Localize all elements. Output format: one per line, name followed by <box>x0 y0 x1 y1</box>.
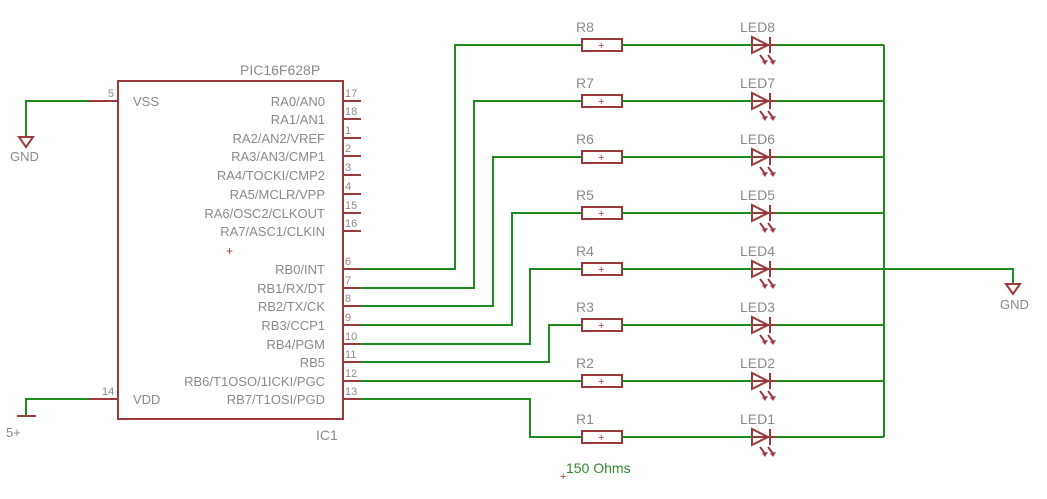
pin-num-vss: 5 <box>108 88 114 100</box>
pin-number: 3 <box>345 162 351 174</box>
trace <box>361 100 582 289</box>
led-label: LED5 <box>740 187 775 203</box>
pin-label: RB4/PGM <box>266 337 325 352</box>
resistor-label: R8 <box>576 19 594 35</box>
resistor-label: R3 <box>576 299 594 315</box>
resistor-label: R6 <box>576 131 594 147</box>
resistor-label: R5 <box>576 187 594 203</box>
ic-name-label: PIC16F628P <box>240 62 320 78</box>
resistor-label: R2 <box>576 355 594 371</box>
led-label: LED2 <box>740 355 775 371</box>
led-label: LED6 <box>740 131 775 147</box>
trace <box>361 324 582 363</box>
pin-label: RB2/TX/CK <box>258 299 326 314</box>
led-row: + R8 LED8 <box>361 19 884 270</box>
led-label: LED7 <box>740 75 775 91</box>
pin-number: 2 <box>345 143 351 155</box>
led-label: LED3 <box>740 299 775 315</box>
gnd-left-label: GND <box>10 149 39 164</box>
pin-number: 8 <box>345 293 351 305</box>
ic-origin-mark: + <box>226 244 233 258</box>
led-row: + R1 LED1 <box>361 398 884 457</box>
pin-number: 1 <box>345 125 351 137</box>
pin-number: 18 <box>345 106 357 118</box>
trace <box>361 156 582 307</box>
trace <box>361 44 582 270</box>
pin-number: 6 <box>345 256 351 268</box>
led-row: + R7 LED7 <box>361 75 884 289</box>
resistor-polarity-mark: + <box>598 96 604 108</box>
pin-label: RB0/INT <box>275 262 325 277</box>
pin-num-vdd: 14 <box>102 386 114 398</box>
trace <box>361 212 582 326</box>
pin-label: RB3/CCP1 <box>261 318 325 333</box>
pin-label: RA1/AN1 <box>271 112 325 127</box>
pin-label: RB1/RX/DT <box>257 281 325 296</box>
pin-number: 13 <box>345 386 357 398</box>
resistor-polarity-mark: + <box>598 432 604 444</box>
pin-label-vdd: VDD <box>133 392 160 407</box>
pin-label: RA4/TOCKI/CMP2 <box>217 168 325 183</box>
pin-number: 11 <box>345 349 356 361</box>
pin-label: RA7/ASC1/CLKIN <box>220 224 325 239</box>
led-label: LED4 <box>740 243 775 259</box>
pin-number: 17 <box>345 88 357 100</box>
pin-label: RA5/MCLR/VPP <box>230 187 325 202</box>
trace <box>361 398 582 438</box>
pin-number: 12 <box>345 368 357 380</box>
trace <box>361 268 582 345</box>
resistor-polarity-mark: + <box>598 264 604 276</box>
pin-number: 9 <box>345 312 351 324</box>
gnd-left-symbol: GND <box>10 100 89 164</box>
resistor-polarity-mark: + <box>598 152 604 164</box>
gnd-right-symbol: GND <box>883 45 1029 437</box>
ic-left-pins: 5 VSS 14 VDD <box>89 88 160 407</box>
resistor-polarity-mark: + <box>598 40 604 52</box>
led-row: + R2 LED2 <box>361 355 884 401</box>
pin-number: 15 <box>345 200 357 212</box>
ic-ref-label: IC1 <box>316 427 338 443</box>
ic-pic16f628p: PIC16F628P IC1 + <box>117 62 344 443</box>
led-row: + R5 LED5 <box>361 187 884 326</box>
led-label: LED1 <box>740 411 775 427</box>
pin-label: RB7/T1OSI/PGD <box>227 392 325 407</box>
resistor-label: R7 <box>576 75 594 91</box>
vcc-symbol: 5+ <box>6 398 89 440</box>
resistor-polarity-mark: + <box>598 320 604 332</box>
pin-number: 7 <box>345 275 351 287</box>
note-origin-mark: + <box>560 471 566 483</box>
led-row: + R4 LED4 <box>361 243 884 345</box>
gnd-right-label: GND <box>1000 297 1029 312</box>
pin-label: RA3/AN3/CMP1 <box>231 149 325 164</box>
pin-label-vss: VSS <box>133 94 159 109</box>
resistor-polarity-mark: + <box>598 208 604 220</box>
pin-number: 4 <box>345 181 351 193</box>
led-label: LED8 <box>740 19 775 35</box>
pin-label: RB6/T1OSO/1ICKI/PGC <box>184 374 325 389</box>
pin-number: 10 <box>345 331 357 343</box>
pin-label: RA6/OSC2/CLKOUT <box>204 206 325 221</box>
pin-label: RB5 <box>300 355 325 370</box>
pin-label: RA0/AN0 <box>271 94 325 109</box>
pin-label: RA2/AN2/VREF <box>233 131 326 146</box>
resistor-label: R1 <box>576 411 594 427</box>
resistor-label: R4 <box>576 243 594 259</box>
led-row: + R3 LED3 <box>361 299 884 363</box>
vcc-label: 5+ <box>6 425 21 440</box>
pin-number: 16 <box>345 218 357 230</box>
resistor-value-note: 150 Ohms <box>566 460 631 476</box>
led-row: + R6 LED6 <box>361 131 884 307</box>
resistor-polarity-mark: + <box>598 376 604 388</box>
